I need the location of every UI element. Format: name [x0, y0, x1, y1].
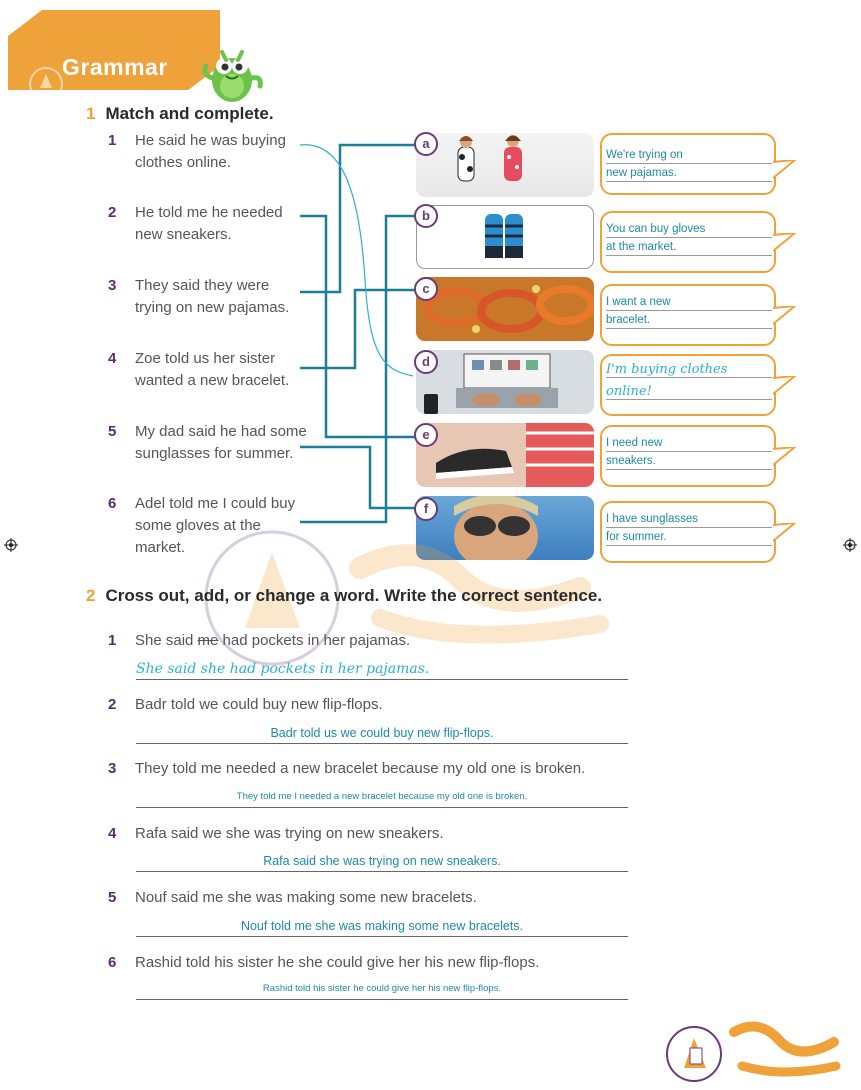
picture-a-pajamas	[416, 133, 594, 197]
speech-bubble-d: I'm buying clothes online!	[600, 354, 776, 416]
picture-letter-a: a	[414, 132, 438, 156]
answer-line-6[interactable]: Rashid told his sister he could give her…	[136, 980, 628, 1000]
answer-line-3[interactable]: They told me I needed a new bracelet bec…	[136, 788, 628, 808]
bubble-tail-d	[773, 376, 797, 395]
bubble-d-line2: online!	[606, 383, 772, 400]
answer-line-1[interactable]: She said she had pockets in her pajamas.	[136, 660, 628, 680]
speech-bubble-e: I need new sneakers.	[600, 425, 776, 487]
bubble-c-line1: I want a new	[606, 294, 772, 311]
bubble-d-line1: I'm buying clothes	[606, 361, 772, 378]
match-line-1-d	[299, 144, 414, 377]
bubble-tail-a	[773, 160, 797, 179]
bubble-f-line1: I have sunglasses	[606, 511, 772, 528]
bubble-tail-f	[773, 523, 797, 542]
picture-letter-b: b	[414, 204, 438, 228]
section-title: Grammar	[62, 54, 168, 80]
bubble-tail-b	[773, 233, 797, 252]
grammar-banner	[8, 10, 220, 90]
bubble-tail-c	[773, 306, 797, 325]
speech-bubble-a: We're trying on new pajamas.	[600, 133, 776, 195]
picture-e-sneakers	[416, 423, 594, 487]
registration-mark-icon	[843, 538, 857, 552]
watermark-logo-icon	[204, 530, 609, 666]
match-line-3-a	[300, 143, 416, 294]
picture-letter-c: c	[414, 277, 438, 301]
bubble-tail-e	[773, 447, 797, 466]
watermark-small-icon	[29, 67, 63, 101]
picture-b-gloves	[416, 205, 594, 269]
picture-letter-e: e	[414, 423, 438, 447]
picture-f-sunglasses	[416, 496, 594, 560]
answer-line-2[interactable]: Badr told us we could buy new flip-flops…	[136, 724, 628, 744]
answer-line-5[interactable]: Nouf told me she was making some new bra…	[136, 917, 628, 937]
mascot-icon	[202, 50, 263, 102]
bubble-e-line1: I need new	[606, 435, 772, 452]
struck-word: me	[197, 632, 219, 649]
bubble-f-line2: for summer.	[606, 529, 772, 546]
bubble-a-line1: We're trying on	[606, 147, 772, 164]
registration-mark-icon	[4, 538, 18, 552]
speech-bubble-c: I want a new bracelet.	[600, 284, 776, 346]
match-line-4-c	[300, 288, 416, 370]
answer-line-4[interactable]: Rafa said she was trying on new sneakers…	[136, 852, 628, 872]
bubble-e-line2: sneakers.	[606, 453, 772, 470]
picture-letter-f: f	[414, 497, 438, 521]
bubble-a-line2: new pajamas.	[606, 165, 772, 182]
brand-logo-icon	[666, 1021, 841, 1082]
speech-bubble-b: You can buy gloves at the market.	[600, 211, 776, 273]
match-line-6-b	[300, 214, 416, 524]
match-line-2-e	[300, 214, 416, 439]
bubble-b-line1: You can buy gloves	[606, 221, 772, 238]
picture-d-laptop	[416, 350, 594, 414]
bubble-c-line2: bracelet.	[606, 312, 772, 329]
picture-letter-d: d	[414, 350, 438, 374]
bubble-b-line2: at the market.	[606, 239, 772, 256]
match-line-5-f	[300, 445, 416, 510]
picture-c-bracelets	[416, 277, 594, 341]
